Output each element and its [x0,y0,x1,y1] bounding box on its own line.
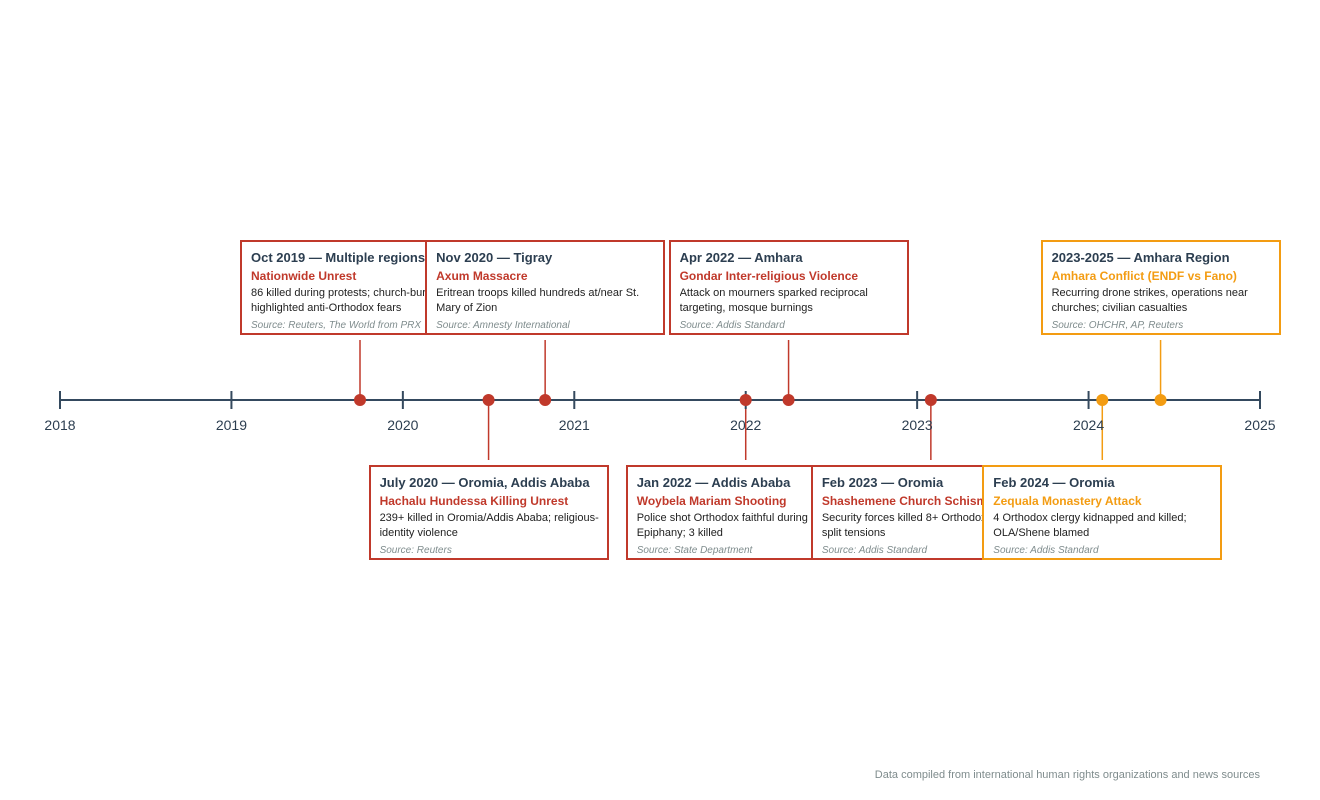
event-header: Apr 2022 — Amhara [679,250,803,265]
event-source: Source: Amnesty International [436,320,570,331]
event-description: 4 Orthodox clergy kidnapped and killed; … [993,512,1187,539]
event-description: Recurring drone strikes, operations near… [1051,287,1248,314]
event-title: Hachalu Hundessa Killing Unrest [379,494,569,508]
event-header: Feb 2023 — Oromia [821,475,944,490]
event-markers [354,394,1167,406]
event-description: Security forces killed 8+ Orthodox; chur… [821,512,1026,539]
year-label: 2020 [387,417,418,433]
event-header: July 2020 — Oromia, Addis Ababa [379,475,590,490]
event-description: 239+ killed in Oromia/Addis Ababa; relig… [379,512,599,539]
year-label: 2024 [1073,417,1104,433]
event-header: Jan 2022 — Addis Ababa [636,475,791,490]
event-description: Eritrean troops killed hundreds at/near … [436,287,640,314]
year-ticks: 2018 2019 2020 2021 2022 2023 2024 2025 [44,391,1276,433]
event-source: Source: State Department [636,545,753,556]
event-source: Source: Reuters, The World from PRX [251,320,422,331]
event-marker[interactable] [539,394,552,406]
year-label: 2023 [902,417,933,433]
event-header: Feb 2024 — Oromia [993,475,1115,490]
event-marker[interactable] [482,394,495,406]
event-title: Amhara Conflict (ENDF vs Fano) [1051,269,1237,283]
event-source: Source: Addis Standard [993,545,1099,556]
event-title: Shashemene Church Schism [821,494,988,508]
event-marker[interactable] [782,394,795,406]
event-title: Zequala Monastery Attack [993,494,1142,508]
footer-note: Data compiled from international human r… [874,769,1260,781]
event-description: 86 killed during protests; church-burnin… [251,287,453,314]
event-description: Police shot Orthodox faithful during Epi… [636,512,808,539]
event-marker[interactable] [354,394,366,406]
year-label: 2025 [1244,417,1275,433]
event-marker[interactable] [739,394,752,406]
event-source: Source: Addis Standard [821,545,928,556]
event-description: Attack on mourners sparked reciprocal ta… [679,287,868,314]
event-marker[interactable] [924,394,937,406]
year-label: 2018 [44,417,75,433]
year-label: 2019 [216,417,247,433]
event-header: Nov 2020 — Tigray [436,250,553,265]
connector-lines [359,340,1162,460]
event-header: 2023-2025 — Amhara Region [1051,250,1230,265]
event-title: Axum Massacre [436,269,528,283]
event-marker[interactable] [1154,394,1167,406]
event-title: Nationwide Unrest [251,269,357,283]
event-source: Source: Reuters [379,545,452,556]
year-label: 2021 [559,417,590,433]
event-title: Gondar Inter-religious Violence [679,269,859,283]
event-title: Woybela Mariam Shooting [636,494,787,508]
event-header: Oct 2019 — Multiple regions [251,250,426,265]
event-source: Source: OHCHR, AP, Reuters [1051,320,1184,331]
year-label: 2022 [730,417,761,433]
event-source: Source: Addis Standard [679,320,785,331]
event-marker[interactable] [1096,394,1109,406]
